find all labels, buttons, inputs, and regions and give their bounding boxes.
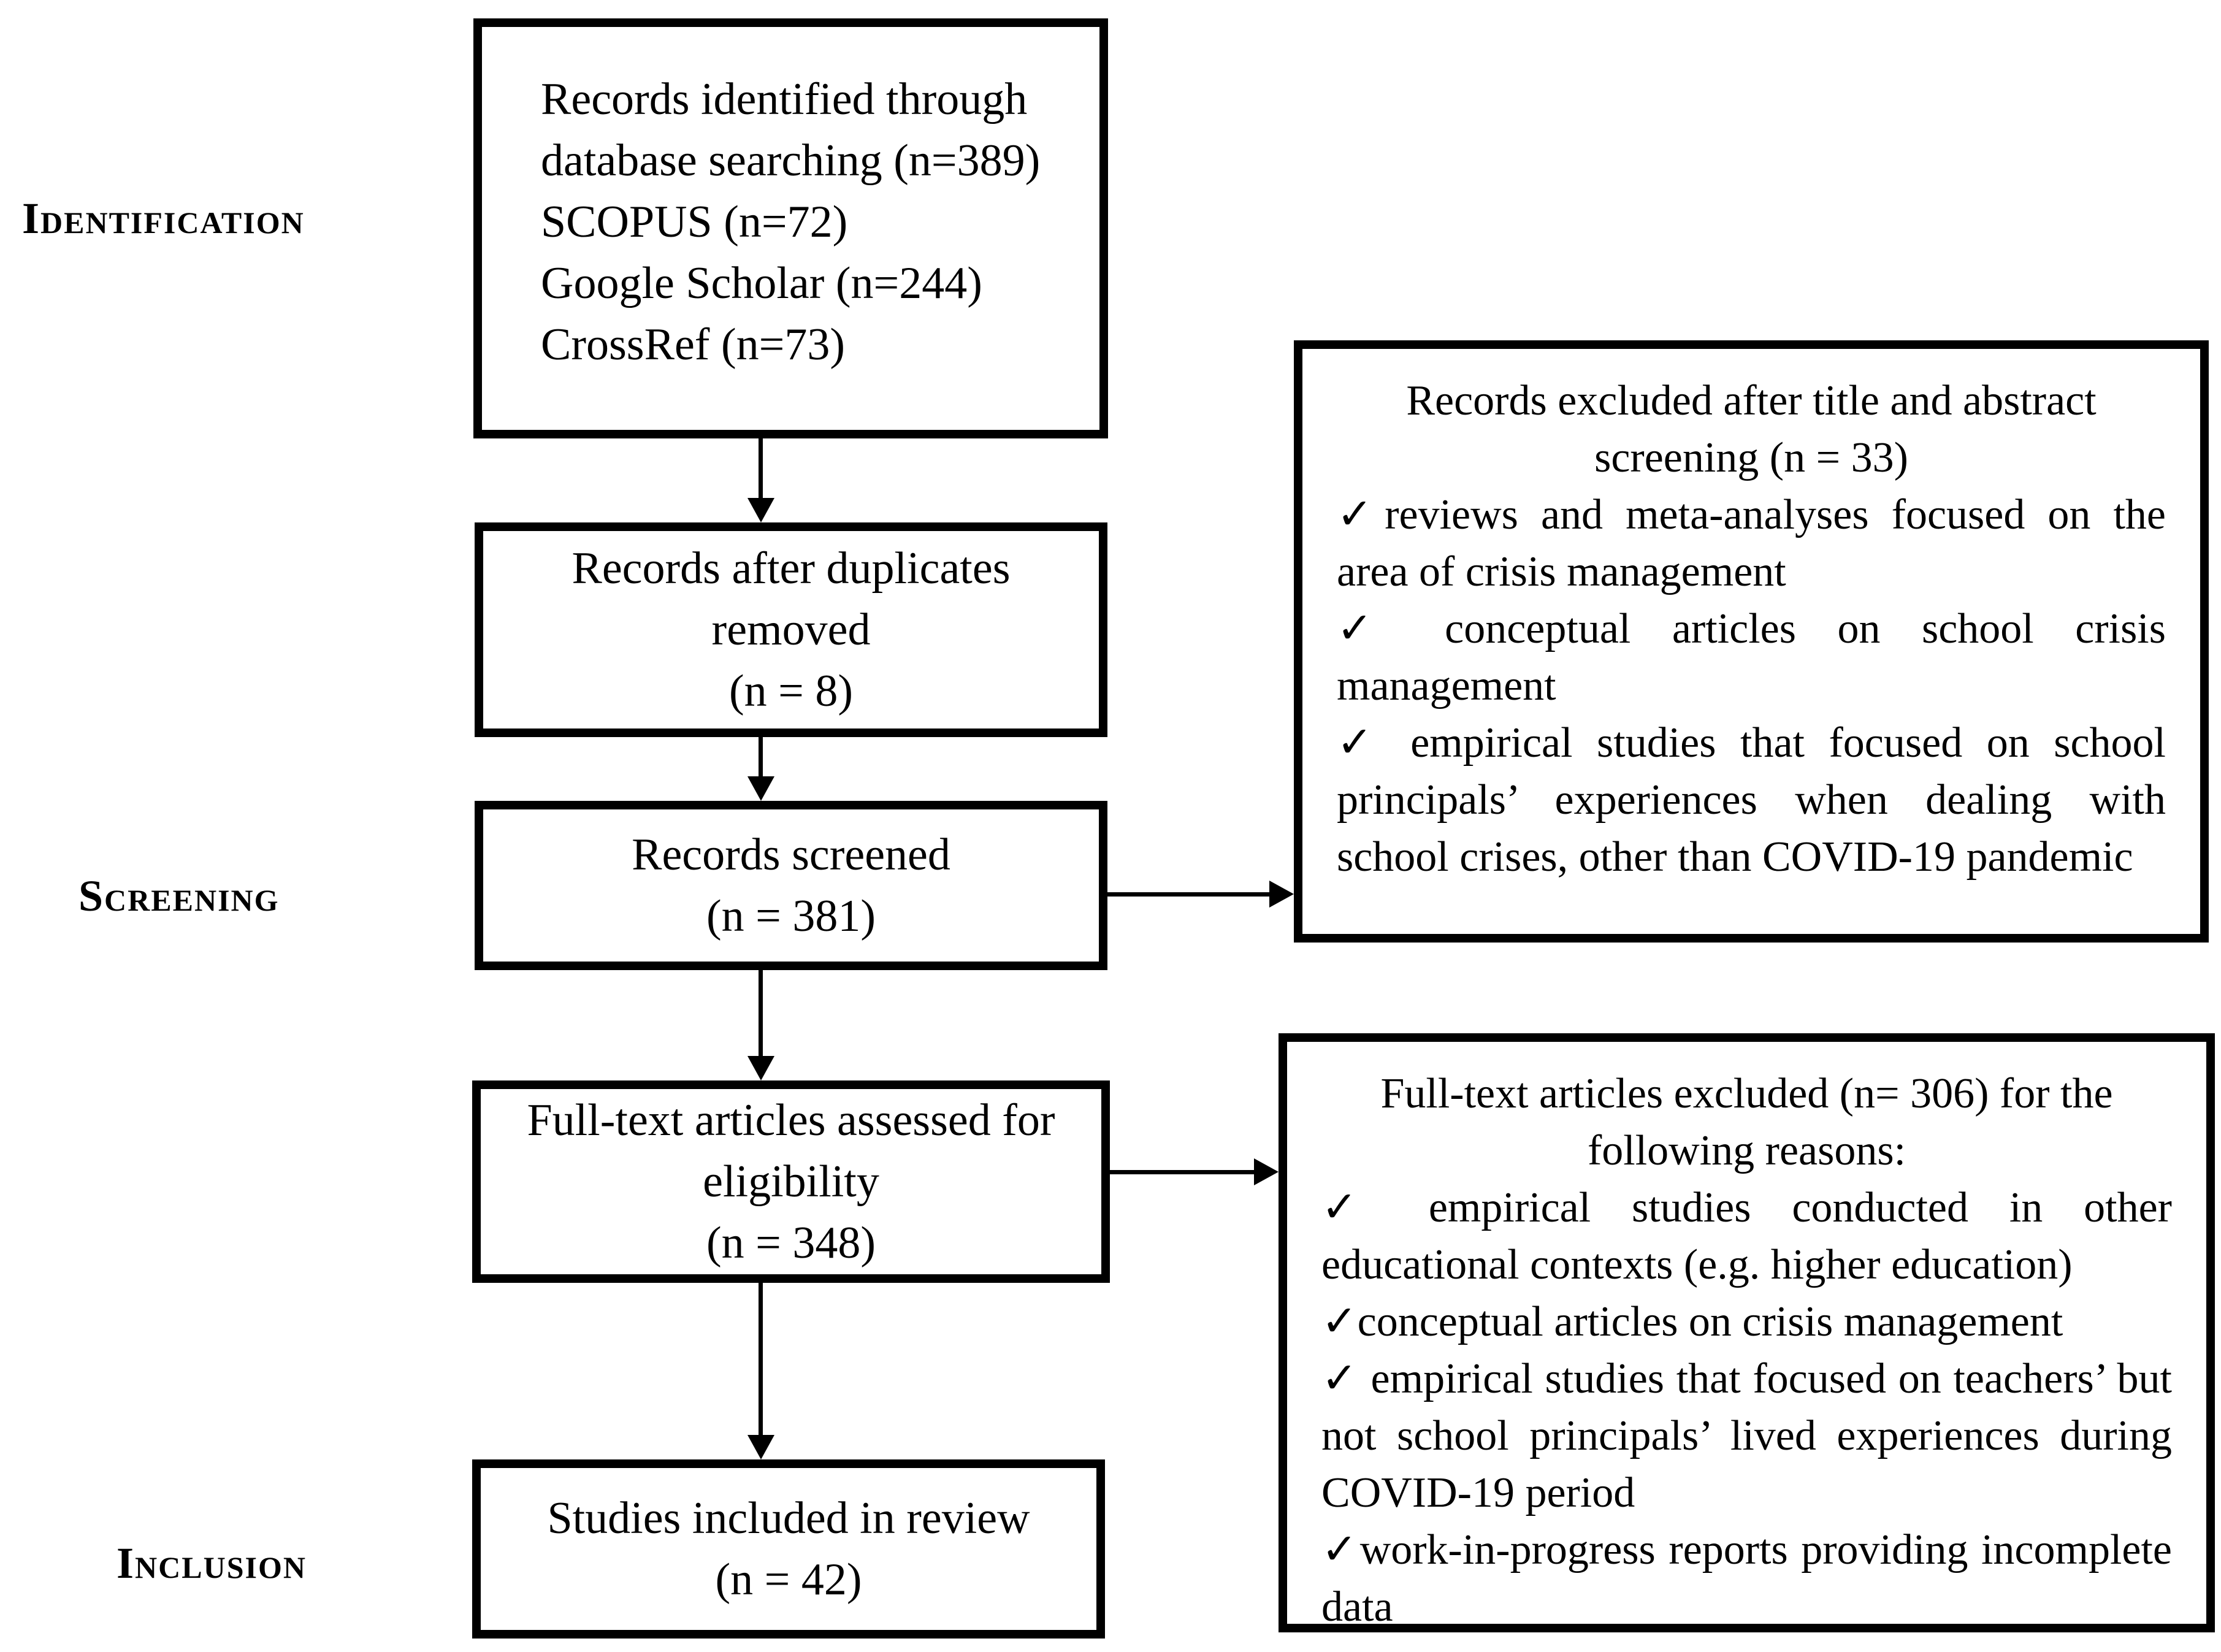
box-fulltext-excluded: Full-text articles excluded (n= 306) for… — [1279, 1033, 2215, 1632]
arrow-shaft — [1107, 892, 1273, 897]
box-line: following reasons: — [1587, 1127, 1906, 1174]
box-records-screened: Records screened (n = 381) — [475, 801, 1107, 970]
box-records-after-duplicates: Records after duplicates removed (n = 8) — [475, 522, 1107, 737]
box-line: Records screened — [632, 830, 950, 880]
box-studies-included: Studies included in review (n = 42) — [472, 1459, 1105, 1639]
exclusion-title: Records excluded after title and abstrac… — [1337, 372, 2166, 486]
exclusion-reason: ✓reviews and meta-analyses focused on th… — [1337, 491, 2166, 595]
stage-label-screening: Screening — [78, 871, 280, 920]
arrow-head — [747, 1435, 774, 1459]
box-records-identified: Records identified through database sear… — [473, 18, 1108, 438]
exclusion-reasons-list: ✓ empirical studies conducted in other e… — [1321, 1179, 2172, 1635]
box-line: Google Scholar (n=244) — [541, 258, 982, 308]
box-records-excluded: Records excluded after title and abstrac… — [1294, 340, 2209, 943]
arrow-head — [1254, 1158, 1279, 1185]
box-line: (n = 381) — [706, 891, 876, 941]
box-line: Records after duplicates — [571, 543, 1011, 594]
arrow-head — [747, 498, 774, 522]
arrow-shaft — [759, 737, 763, 779]
exclusion-reason: ✓ conceptual articles on school crisis m… — [1337, 605, 2166, 709]
exclusion-reasons-list: ✓reviews and meta-analyses focused on th… — [1337, 486, 2166, 885]
arrow-shaft — [759, 438, 763, 501]
exclusion-reason: ✓ empirical studies that focused on scho… — [1337, 719, 2166, 881]
box-line: SCOPUS (n=72) — [541, 197, 848, 247]
exclusion-title: Full-text articles excluded (n= 306) for… — [1321, 1065, 2172, 1179]
stage-label-identification: Identification — [22, 194, 305, 243]
box-line: removed — [711, 605, 871, 655]
box-line: Studies included in review — [547, 1493, 1030, 1543]
box-line: Full-text articles excluded (n= 306) for… — [1380, 1070, 2113, 1117]
arrow-shaft — [1110, 1170, 1257, 1174]
box-line: eligibility — [703, 1157, 879, 1207]
exclusion-reason: ✓ empirical studies that focused on teac… — [1321, 1355, 2172, 1516]
box-line: Full-text articles assessed for — [527, 1095, 1055, 1145]
stage-label-inclusion: Inclusion — [117, 1539, 307, 1588]
arrow-head — [747, 776, 774, 801]
box-line: Records identified through — [541, 74, 1028, 124]
box-line: (n = 8) — [728, 666, 854, 716]
box-line: (n = 42) — [715, 1554, 862, 1605]
box-line: (n = 348) — [706, 1218, 876, 1268]
box-fulltext-assessed: Full-text articles assessed for eligibil… — [472, 1080, 1110, 1283]
arrow-shaft — [759, 970, 763, 1058]
box-line: screening (n = 33) — [1594, 434, 1908, 481]
arrow-shaft — [759, 1283, 763, 1437]
arrow-head — [747, 1056, 774, 1080]
exclusion-reason: ✓ empirical studies conducted in other e… — [1321, 1184, 2172, 1288]
exclusion-reason: ✓work-in-progress reports providing inco… — [1321, 1526, 2172, 1631]
box-line: database searching (n=389) — [541, 136, 1041, 186]
arrow-head — [1269, 881, 1294, 908]
box-line: CrossRef (n=73) — [541, 319, 845, 370]
box-line: Records excluded after title and abstrac… — [1406, 377, 2097, 424]
exclusion-reason: ✓conceptual articles on crisis managemen… — [1321, 1298, 2063, 1345]
